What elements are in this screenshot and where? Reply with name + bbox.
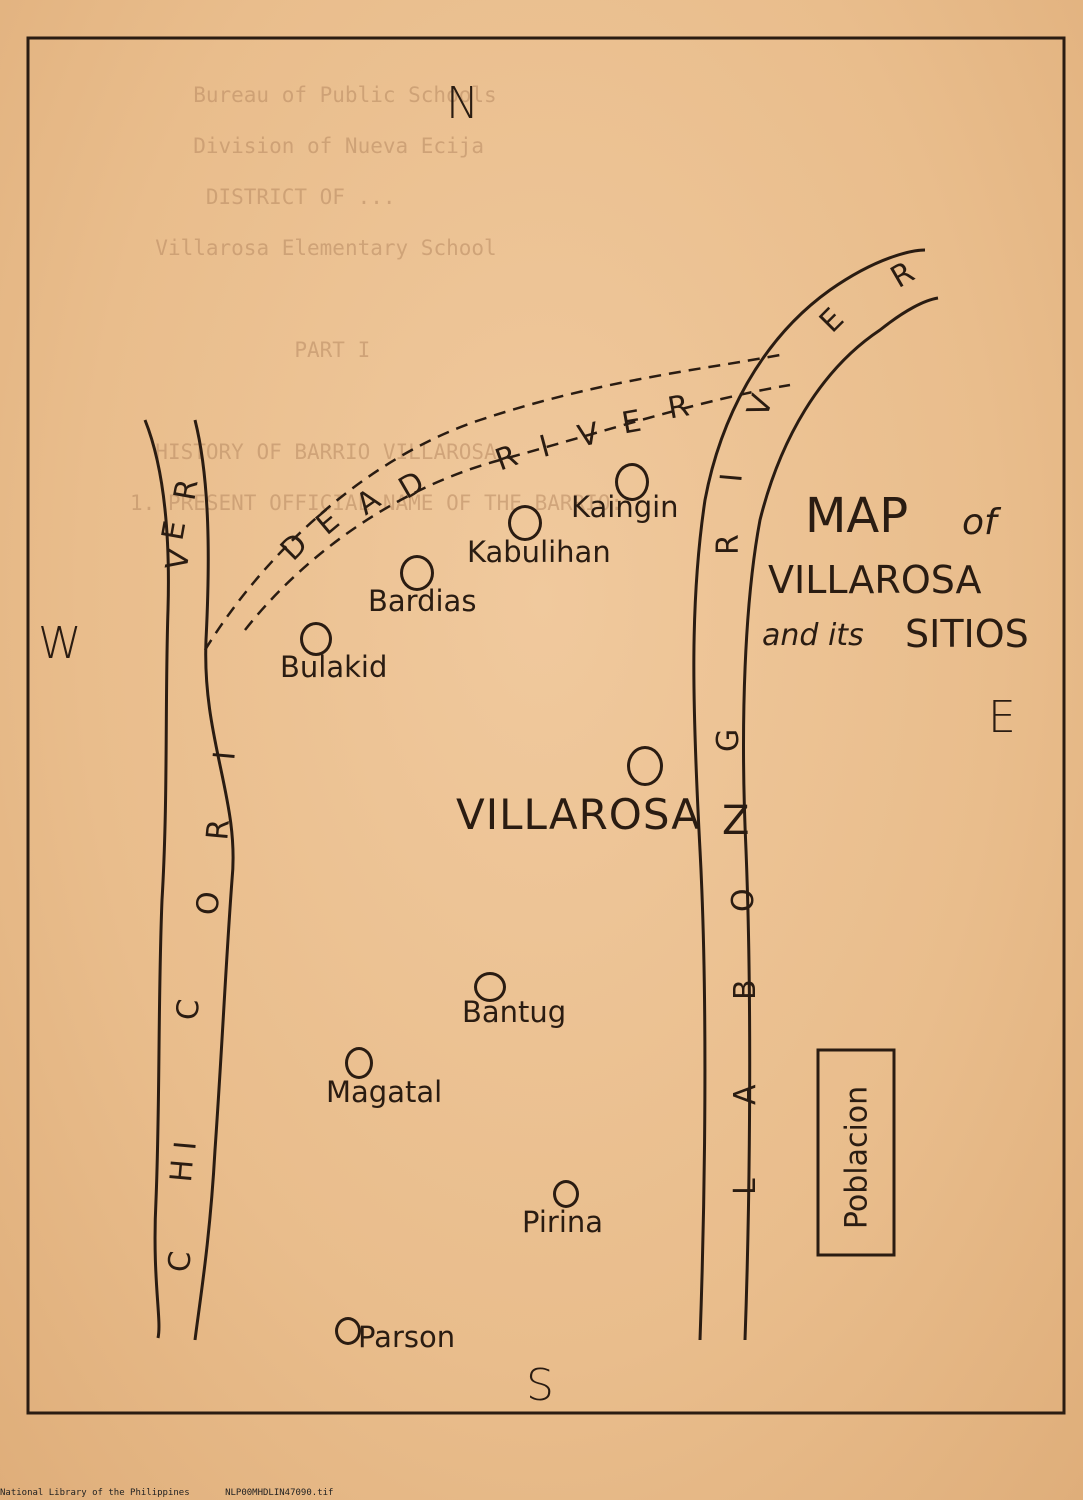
- sitio-marker: [335, 1317, 361, 1345]
- sitio-label-magatal: Magatal: [326, 1075, 443, 1109]
- river-letter: O: [190, 890, 227, 917]
- sitio-marker: [615, 463, 649, 501]
- river-letter: E: [156, 518, 194, 543]
- footer-source: National Library of the Philippines: [0, 1488, 190, 1498]
- river-letter: R: [885, 255, 921, 296]
- sitio-label-bantug: Bantug: [462, 995, 567, 1029]
- scan-footer: National Library of the Philippines NLP0…: [0, 1488, 363, 1498]
- map-title-sitios: SITIOS: [905, 612, 1029, 656]
- river-letter: H: [164, 1158, 201, 1184]
- river-letter: L: [728, 1178, 763, 1195]
- sitio-marker: [345, 1047, 373, 1079]
- sitio-marker: [508, 505, 542, 541]
- center-z-mark: Z: [722, 798, 750, 844]
- river-letter: I: [714, 472, 750, 484]
- labog-river-labels: L A B O G R I V E R: [711, 255, 920, 1195]
- sitio-marker: [300, 622, 332, 656]
- river-letter: O: [726, 888, 761, 912]
- poblacion-label: Poblacion: [839, 1085, 875, 1230]
- river-letter: V: [741, 390, 781, 422]
- chico-river-right-bank: [193, 419, 235, 1341]
- east-label: E: [988, 692, 1016, 743]
- map-title-and-its: and its: [762, 618, 864, 653]
- poblacion-box: [816, 1048, 896, 1257]
- map-border: [26, 36, 1066, 1415]
- river-letter: E: [619, 404, 644, 442]
- river-letter: D: [274, 527, 315, 568]
- sitio-label-kabulihan: Kabulihan: [467, 535, 611, 569]
- river-letter: V: [575, 416, 603, 455]
- sitio-label-pirina: Pirina: [522, 1205, 604, 1239]
- sitio-label-parson: Parson: [358, 1320, 456, 1354]
- labog-river-left-bank: [692, 248, 926, 1341]
- north-label: N: [446, 78, 479, 129]
- river-letter: R: [168, 476, 206, 503]
- river-letter: A: [728, 1084, 763, 1105]
- river-letter: B: [728, 979, 763, 1000]
- river-letter: C: [162, 1250, 199, 1274]
- sitio-marker: [474, 972, 506, 1002]
- river-letter: I: [168, 1140, 204, 1152]
- river-letter: I: [207, 750, 243, 762]
- river-letter: A: [350, 482, 387, 523]
- west-label: W: [38, 618, 82, 669]
- footer-file: NLP00MHDLIN47090.tif: [225, 1488, 334, 1498]
- south-label: S: [526, 1360, 554, 1411]
- sitio-marker: [553, 1180, 579, 1208]
- river-letter: V: [160, 546, 198, 573]
- chico-river-left-bank: [143, 419, 170, 1339]
- river-letter: E: [309, 503, 346, 542]
- labog-river-right-bank: [742, 296, 939, 1341]
- river-letter: R: [200, 818, 237, 842]
- sitio-marker: [627, 746, 663, 786]
- sitio-label-bardias: Bardias: [368, 584, 477, 618]
- river-letter: R: [491, 438, 523, 478]
- river-letter: R: [711, 534, 746, 555]
- map-title-of: of: [962, 502, 997, 543]
- river-letter: G: [711, 729, 746, 752]
- river-letter: R: [665, 388, 692, 426]
- dead-river-upper-bank: [203, 353, 781, 651]
- villarosa-center-label: VILLAROSA: [456, 790, 702, 839]
- sitio-marker: [400, 555, 434, 591]
- sitio-label-bulakid: Bulakid: [280, 650, 388, 684]
- dead-river-labels: D E A D R I V E R: [274, 388, 692, 567]
- dead-river-lower-bank: [244, 383, 791, 631]
- sitio-label-kaingin: Kaingin: [571, 490, 679, 524]
- map-title-villarosa: VILLAROSA: [768, 558, 982, 602]
- river-letter: E: [813, 302, 851, 340]
- bleed-through-text: Bureau of Public Schools Division of Nue…: [130, 83, 624, 515]
- river-letter: C: [170, 998, 207, 1022]
- map-title-word: MAP: [805, 488, 909, 544]
